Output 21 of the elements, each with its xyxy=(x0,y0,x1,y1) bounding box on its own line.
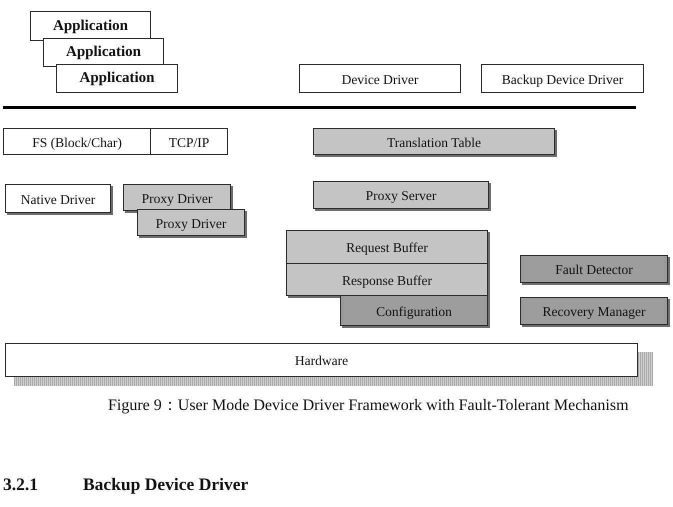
proxy-box: Proxy Driver xyxy=(137,209,245,236)
buffer-box: Response Buffer xyxy=(286,263,488,296)
section-heading: Backup Device Driver xyxy=(83,474,248,495)
proxy-box: Proxy Driver xyxy=(123,184,231,211)
table-box: Translation Table xyxy=(313,128,555,155)
figure-caption: Figure 9：User Mode Device Driver Framework with Fault-Tolerant Mechanism xyxy=(108,396,629,416)
buffer-box: Request Buffer xyxy=(286,230,488,264)
server-box: Proxy Server xyxy=(313,181,489,209)
application-box: Application xyxy=(30,11,151,41)
driver-box: Device Driver xyxy=(299,64,461,93)
layer-box: TCP/IP xyxy=(150,128,228,155)
application-box: Application xyxy=(43,38,164,67)
section-number: 3.2.1 xyxy=(3,474,38,495)
config-box: Configuration xyxy=(340,295,488,326)
driver-box: Native Driver xyxy=(5,184,111,213)
application-box: Application xyxy=(56,64,178,93)
layer-box: FS (Block/Char) xyxy=(3,128,151,155)
module-box: Recovery Manager xyxy=(520,297,668,325)
hardware-bar: Hardware xyxy=(5,343,638,377)
driver-box: Backup Device Driver xyxy=(481,64,644,93)
module-box: Fault Detector xyxy=(520,255,668,283)
